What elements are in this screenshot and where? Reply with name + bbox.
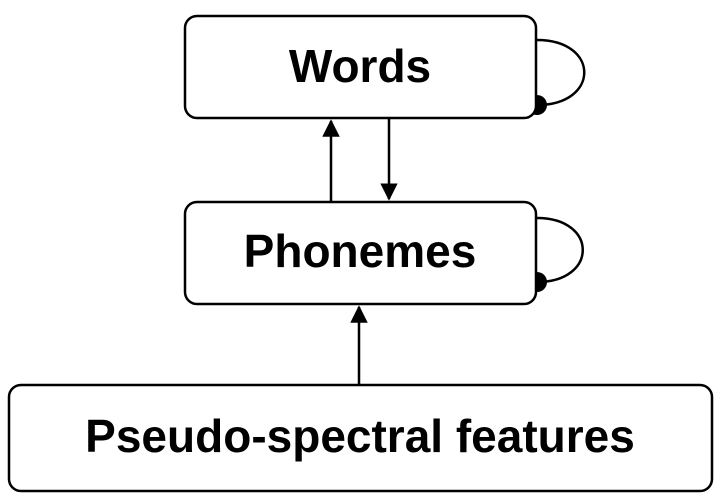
features-label: Pseudo-spectral features (85, 410, 635, 462)
words-self-loop (536, 38, 586, 107)
words-node (183, 14, 538, 120)
words-label: Words (289, 40, 431, 92)
phonemes-label: Phonemes (244, 225, 477, 277)
features-node (7, 383, 714, 493)
phonemes-node (183, 200, 538, 306)
phonemes-self-loop (536, 216, 584, 284)
